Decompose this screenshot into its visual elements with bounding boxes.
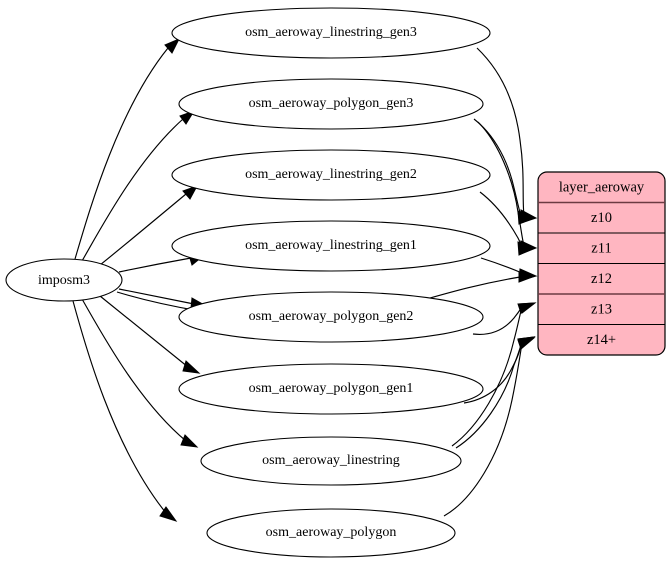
node-layer-aeroway-table[interactable]: layer_aeroway z10 z11 z12 z13 z14+: [537, 171, 666, 356]
layer-aeroway-row-z12[interactable]: z12: [591, 271, 612, 287]
osm-aeroway-polygon-gen2-ellipse[interactable]: [178, 291, 484, 343]
edge-imposm3-to-linestring-gen3: [74, 47, 169, 260]
node-osm-aeroway-polygon-gen3[interactable]: osm_aeroway_polygon_gen3: [178, 78, 484, 130]
layer-aeroway-row-z10[interactable]: z10: [591, 210, 612, 226]
edge-polygon-gen3-to-z10: [473, 118, 522, 217]
arrowhead-linestring: [180, 434, 199, 448]
imposm3-ellipse[interactable]: [5, 258, 123, 302]
edge-linestring-to-z13: [451, 306, 523, 447]
osm-aeroway-polygon-gen1-ellipse[interactable]: [178, 363, 484, 415]
edge-imposm3-to-linestring-gen2: [99, 193, 187, 266]
layer-aeroway-row-z14-plus[interactable]: z14+: [587, 332, 616, 348]
osm-aeroway-linestring-label: osm_aeroway_linestring: [262, 453, 400, 468]
osm-aeroway-linestring-ellipse[interactable]: [200, 436, 462, 486]
osm-aeroway-linestring-gen3-label: osm_aeroway_linestring_gen3: [245, 25, 417, 40]
edge-imposm3-to-linestring: [81, 298, 187, 442]
edge-linestring-gen3-to-z10: [476, 47, 525, 217]
layer-aeroway-header-label: layer_aeroway: [559, 179, 645, 195]
edge-imposm3-to-polygon-gen1: [99, 295, 189, 368]
edge-imposm3-to-polygon: [72, 300, 167, 514]
osm-aeroway-polygon-label: osm_aeroway_polygon: [266, 525, 397, 540]
layer-aeroway-row-z11[interactable]: z11: [591, 240, 611, 256]
node-osm-aeroway-linestring[interactable]: osm_aeroway_linestring: [200, 436, 462, 486]
edge-polygon-gen3-to-z11: [477, 121, 525, 247]
osm-aeroway-polygon-ellipse[interactable]: [206, 508, 456, 558]
edge-linestring-gen1-to-z12: [480, 257, 523, 274]
imposm3-label: imposm3: [38, 273, 90, 288]
node-imposm3[interactable]: imposm3: [5, 258, 123, 302]
edge-polygon-to-z14-plus: [443, 342, 523, 517]
osm-aeroway-polygon-gen3-label: osm_aeroway_polygon_gen3: [249, 96, 414, 111]
osm-aeroway-linestring-gen1-label: osm_aeroway_linestring_gen1: [245, 238, 417, 253]
edge-linestring-to-z14-plus: [455, 341, 523, 449]
arrowhead-linestring-gen2: [182, 185, 199, 200]
arrowhead-z11-b: [517, 241, 536, 256]
osm-aeroway-polygon-gen2-label: osm_aeroway_polygon_gen2: [249, 309, 414, 324]
node-osm-aeroway-linestring-gen1[interactable]: osm_aeroway_linestring_gen1: [171, 220, 491, 272]
node-osm-aeroway-polygon-gen2[interactable]: osm_aeroway_polygon_gen2: [178, 291, 484, 343]
osm-aeroway-linestring-gen3-ellipse[interactable]: [171, 7, 491, 59]
arrowhead-z13-b: [517, 302, 536, 314]
osm-aeroway-linestring-gen2-ellipse[interactable]: [171, 149, 491, 201]
edge-imposm3-to-polygon-gen2: [118, 288, 195, 305]
node-osm-aeroway-linestring-gen2[interactable]: osm_aeroway_linestring_gen2: [171, 149, 491, 201]
node-osm-aeroway-linestring-gen3[interactable]: osm_aeroway_linestring_gen3: [171, 7, 491, 59]
osm-aeroway-polygon-gen3-ellipse[interactable]: [178, 78, 484, 130]
osm-aeroway-polygon-gen1-label: osm_aeroway_polygon_gen1: [249, 381, 414, 396]
arrowhead-z14-c: [517, 337, 536, 350]
edge-group-sources-to-layer: [116, 47, 538, 517]
osm-aeroway-linestring-gen1-ellipse[interactable]: [171, 220, 491, 272]
node-osm-aeroway-polygon-gen1[interactable]: osm_aeroway_polygon_gen1: [178, 363, 484, 415]
edge-imposm3-to-linestring-gen1: [118, 257, 192, 273]
arrowhead-z12-b: [518, 271, 537, 283]
edge-imposm3-to-polygon-gen3: [81, 118, 184, 262]
arrowhead-linestring-gen3: [164, 38, 181, 54]
osm-aeroway-linestring-gen2-label: osm_aeroway_linestring_gen2: [245, 167, 417, 182]
node-osm-aeroway-polygon[interactable]: osm_aeroway_polygon: [206, 508, 456, 558]
arrowhead-polygon-gen1: [182, 360, 201, 374]
layer-aeroway-row-z13[interactable]: z13: [591, 301, 612, 317]
arrowhead-polygon: [159, 506, 178, 522]
